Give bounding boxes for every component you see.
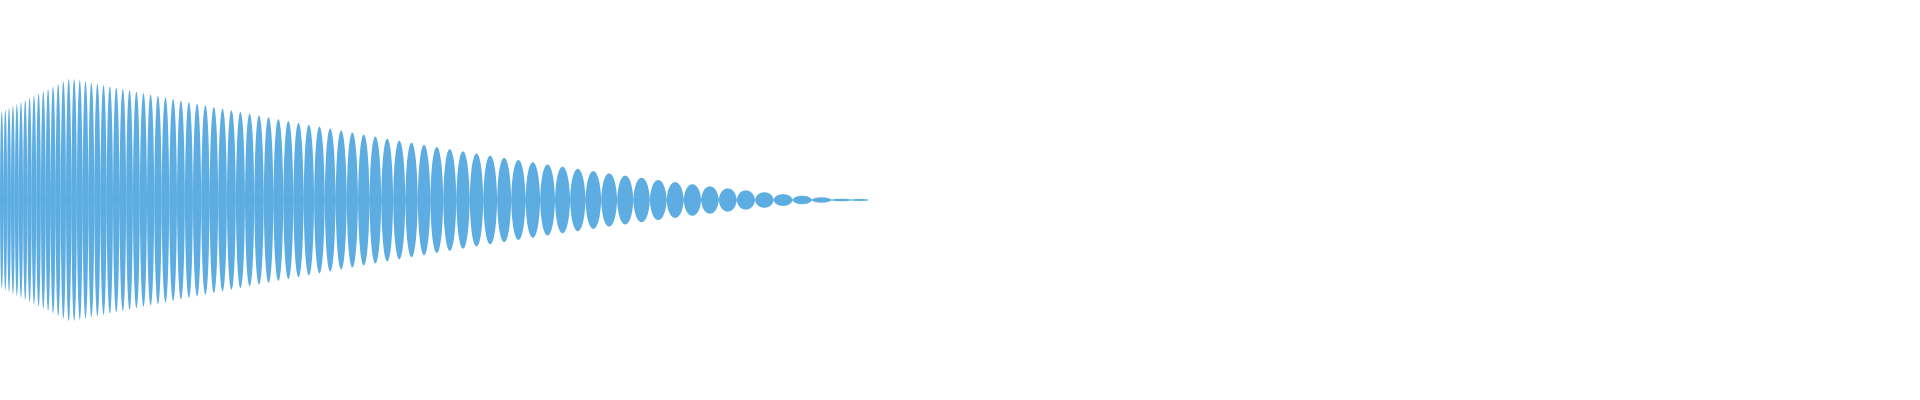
waveform-shape bbox=[0, 78, 868, 322]
